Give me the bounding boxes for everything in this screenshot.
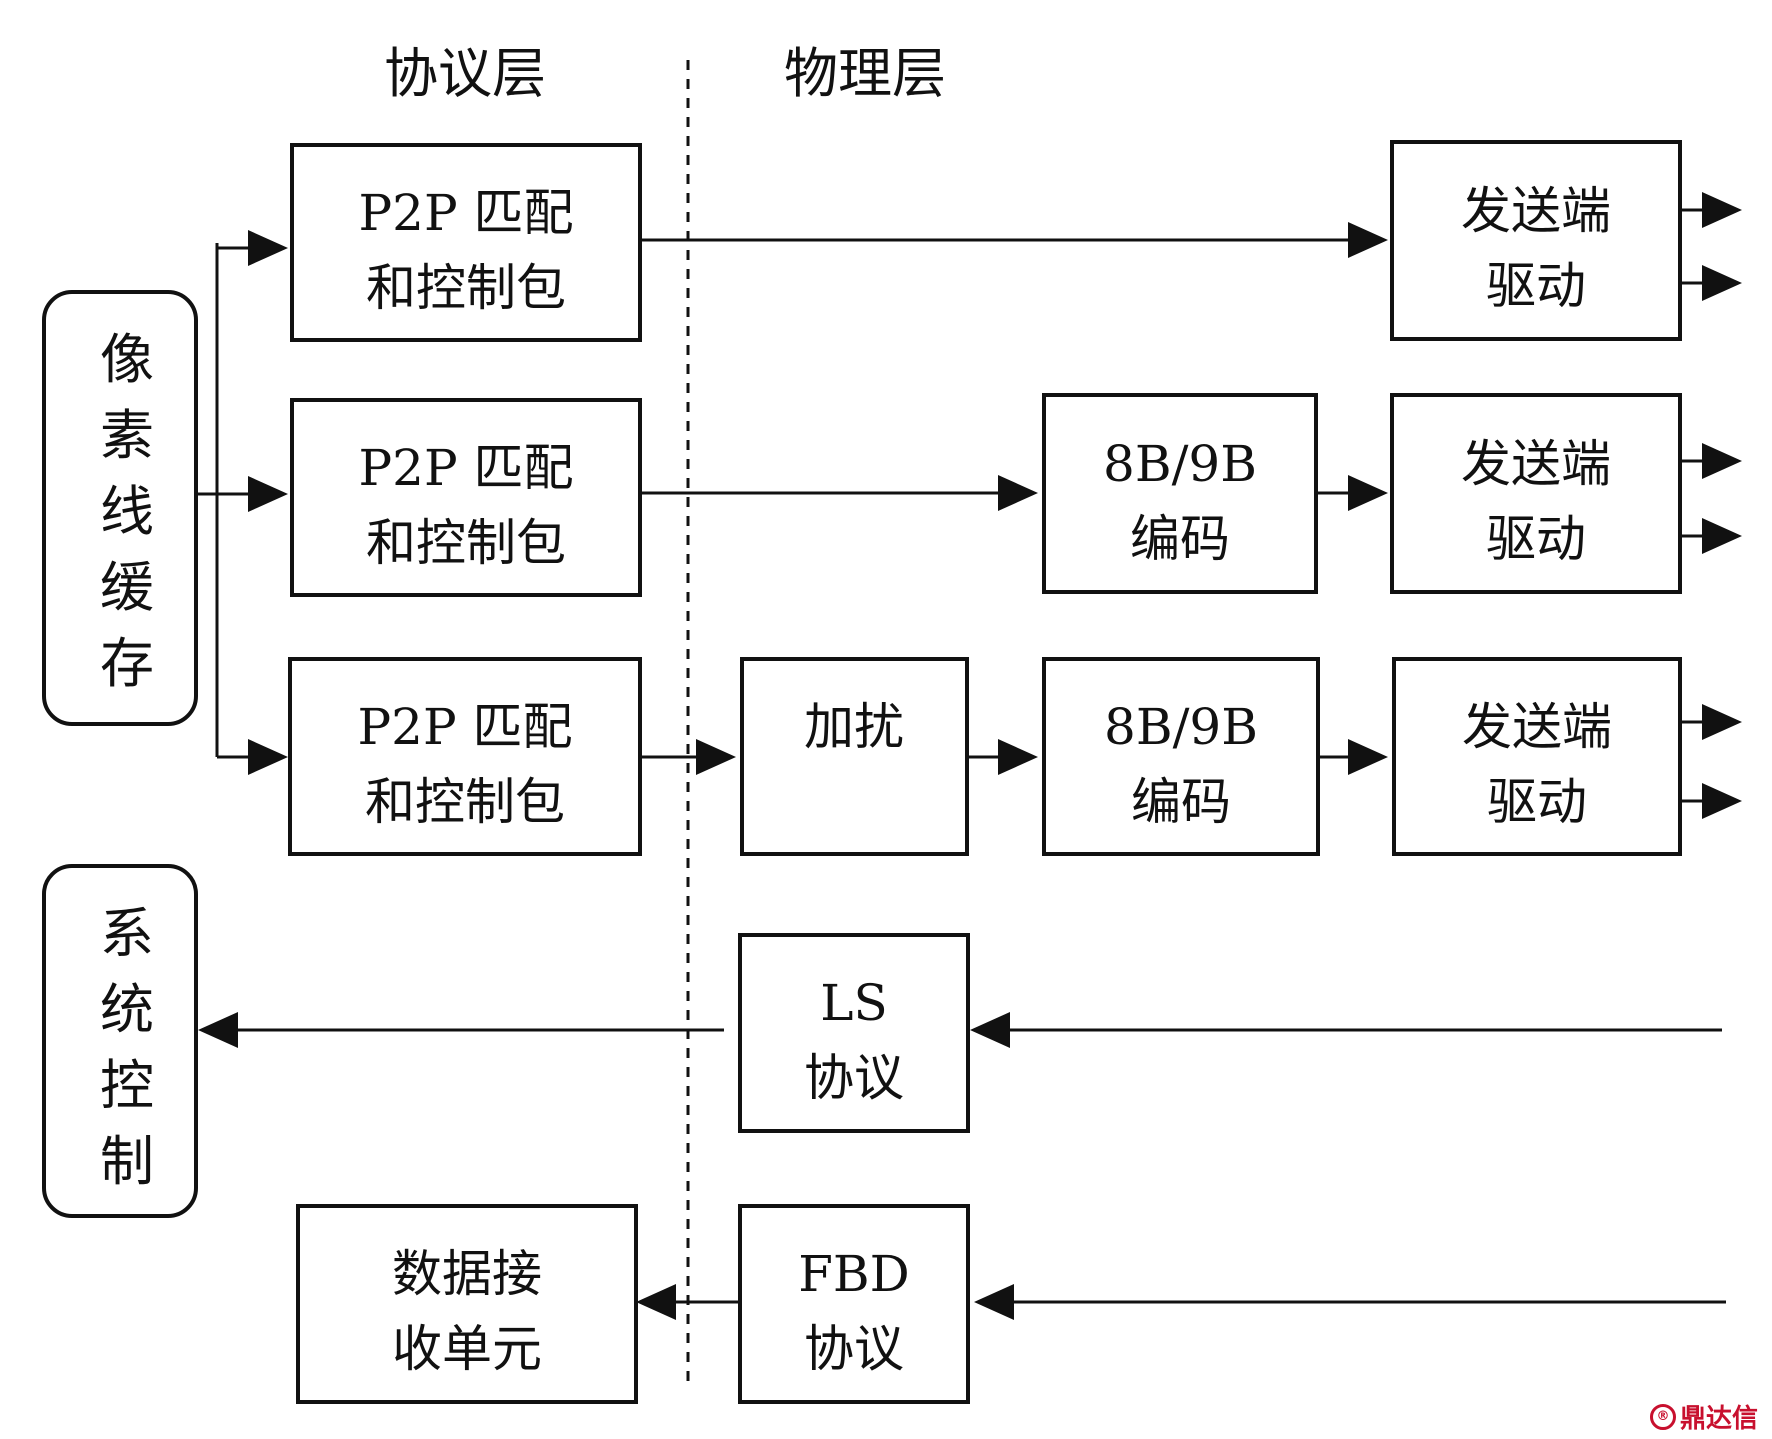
pixel-line-buffer-char: 像: [100, 328, 154, 391]
pixel-line-buffer-char: 缓: [100, 556, 154, 619]
p2p-box-line: 和控制包: [366, 259, 566, 317]
scrambler-box-line: 加扰: [804, 698, 904, 756]
connectors: [196, 192, 1742, 1320]
driver-box-line: 发送端: [1461, 435, 1611, 493]
p2p-match-control-packet-box: P2P 匹配 和控制包: [288, 657, 642, 856]
system-control-block: 系 统 控 制: [42, 864, 198, 1218]
transmit-driver-box: 发送端 驱动: [1390, 393, 1682, 594]
data-rx-box-line: 收单元: [392, 1320, 542, 1378]
transmit-driver-box: 发送端 驱动: [1392, 657, 1682, 856]
ls-box-line: LS: [820, 974, 887, 1032]
encoder-8b9b-box: 8B/9B 编码: [1042, 393, 1318, 594]
fbd-protocol-box: FBD 协议: [738, 1204, 970, 1404]
p2p-box-line: P2P 匹配: [359, 439, 574, 497]
p2p-match-control-packet-box: P2P 匹配 和控制包: [290, 143, 642, 342]
watermark: ® 鼎达信: [1649, 1398, 1758, 1435]
driver-box-line: 发送端: [1461, 182, 1611, 240]
encoder-box-line: 8B/9B: [1104, 698, 1258, 756]
encoder-box-line: 8B/9B: [1103, 435, 1257, 493]
watermark-logo-icon: ®: [1649, 1403, 1676, 1430]
scrambler-box: 加扰: [740, 657, 969, 856]
system-control-char: 统: [100, 978, 154, 1041]
fbd-box-line: FBD: [798, 1245, 910, 1303]
p2p-match-control-packet-box: P2P 匹配 和控制包: [290, 398, 642, 597]
driver-box-line: 发送端: [1462, 698, 1612, 756]
physical-layer-header: 物理层: [784, 42, 946, 105]
driver-box-line: 驱动: [1486, 257, 1586, 315]
pixel-line-buffer-block: 像 素 线 缓 存: [42, 290, 198, 726]
p2p-box-line: 和控制包: [366, 514, 566, 572]
data-rx-box-line: 数据接: [392, 1245, 542, 1303]
system-control-char: 控: [100, 1054, 154, 1117]
encoder-box-line: 编码: [1131, 773, 1231, 831]
protocol-layer-header: 协议层: [384, 42, 546, 105]
fbd-box-line: 协议: [804, 1320, 904, 1378]
ls-box-line: 协议: [804, 1049, 904, 1107]
p2p-box-line: 和控制包: [365, 773, 565, 831]
driver-box-line: 驱动: [1487, 773, 1587, 831]
watermark-text: 鼎达信: [1679, 1404, 1758, 1434]
encoder-8b9b-box: 8B/9B 编码: [1042, 657, 1320, 856]
pixel-line-buffer-char: 素: [100, 404, 154, 467]
transmit-driver-box: 发送端 驱动: [1390, 140, 1682, 341]
system-control-char: 制: [100, 1130, 154, 1193]
data-receive-unit-box: 数据接 收单元: [296, 1204, 638, 1404]
system-control-char: 系: [100, 902, 154, 965]
driver-box-line: 驱动: [1486, 510, 1586, 568]
pixel-line-buffer-char: 线: [100, 480, 154, 543]
pixel-line-buffer-char: 存: [100, 632, 154, 695]
ls-protocol-box: LS 协议: [738, 933, 970, 1133]
p2p-box-line: P2P 匹配: [359, 184, 574, 242]
p2p-box-line: P2P 匹配: [358, 698, 573, 756]
encoder-box-line: 编码: [1130, 510, 1230, 568]
